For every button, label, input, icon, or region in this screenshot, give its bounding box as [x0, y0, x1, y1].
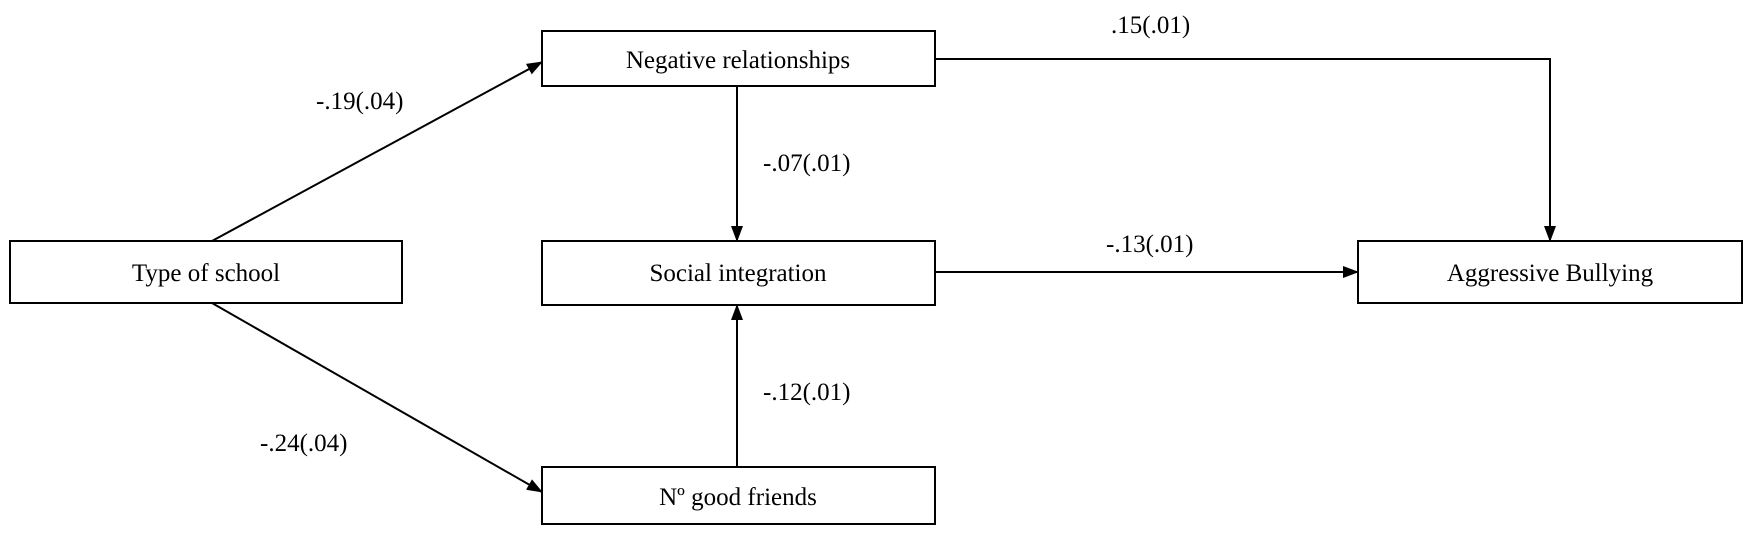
edge-school-to-negative [211, 61, 543, 242]
edge-label-school-to-friends: -.24(.04) [260, 430, 347, 457]
node-social-integration: Social integration [541, 240, 936, 306]
edge-label-negative-to-bullying: .15(.01) [1111, 12, 1190, 39]
edge-label-integration-to-bullying: -.13(.01) [1106, 231, 1193, 258]
node-type-of-school: Type of school [9, 240, 403, 304]
node-label-aggressive-bullying: Aggressive Bullying [1447, 260, 1654, 287]
edge-negative-to-bullying [935, 58, 1556, 242]
node-good-friends: Nº good friends [541, 466, 936, 525]
edge-label-friends-to-integration: -.12(.01) [763, 379, 850, 406]
node-label-negative-relationships: Negative relationships [626, 47, 850, 74]
node-label-type-of-school: Type of school [132, 260, 280, 287]
node-negative-relationships: Negative relationships [541, 30, 936, 87]
node-label-social-integration: Social integration [649, 260, 827, 287]
edge-label-school-to-negative: -.19(.04) [316, 88, 403, 115]
edge-school-to-friends [211, 302, 543, 493]
node-label-good-friends: Nº good friends [659, 484, 817, 511]
node-aggressive-bullying: Aggressive Bullying [1357, 240, 1743, 304]
edge-label-negative-to-integration: -.07(.01) [763, 150, 850, 177]
